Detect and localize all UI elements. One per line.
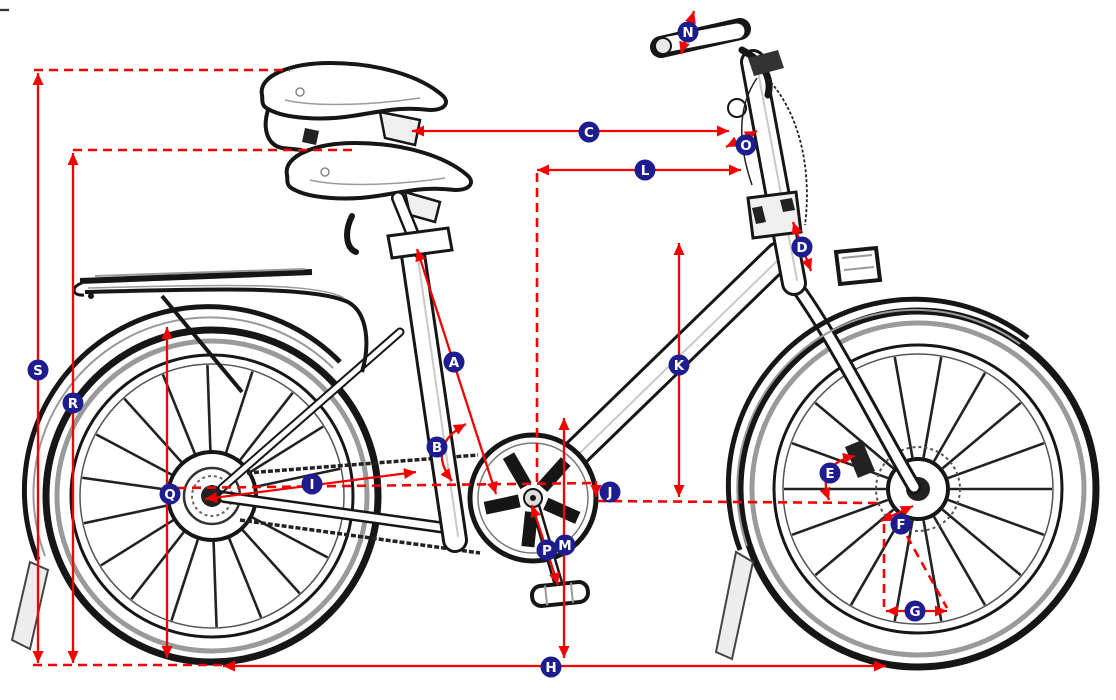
bell: [727, 98, 747, 118]
rear-rack: [72, 268, 369, 394]
measurement-labels: A B C D E F G H I J K L M N O P Q R S: [27, 21, 926, 678]
crankset: [467, 432, 599, 608]
shift-cable: [741, 77, 758, 186]
steering-axis-dashed: [905, 535, 949, 609]
label-text-N: N: [682, 25, 693, 41]
chain-bottom: [239, 518, 481, 555]
rear-mudflap: [10, 560, 50, 651]
label-D: D: [791, 236, 813, 258]
label-I: I: [301, 473, 323, 495]
label-text-C: C: [584, 125, 594, 141]
label-A: A: [443, 351, 465, 373]
label-R: R: [62, 392, 84, 414]
axle-line-dashed: [176, 481, 597, 490]
label-text-Q: Q: [164, 487, 175, 503]
label-P: P: [536, 539, 558, 561]
pedal: [529, 580, 591, 608]
label-text-S: S: [33, 363, 43, 379]
label-M: M: [554, 534, 576, 556]
label-G: G: [904, 600, 926, 622]
front-brake-caliper: [845, 440, 875, 478]
measure-F-fork-offset: [880, 504, 914, 523]
seat-clamp: [386, 226, 454, 260]
front-fender: [725, 296, 1030, 551]
label-text-I: I: [309, 477, 314, 493]
label-J: J: [599, 481, 621, 503]
label-E: E: [819, 462, 841, 484]
label-text-B: B: [432, 440, 442, 456]
front-disc-rotor: [875, 446, 961, 532]
rear-fender: [21, 304, 342, 561]
label-H: H: [540, 656, 562, 678]
label-K: K: [668, 354, 690, 376]
label-B: B: [426, 436, 448, 458]
label-text-E: E: [825, 466, 834, 482]
rear-wheel: [42, 326, 382, 666]
label-S: S: [27, 359, 49, 381]
label-C: C: [578, 121, 600, 143]
label-text-L: L: [641, 163, 650, 179]
label-text-M: M: [558, 538, 571, 554]
label-L: L: [634, 159, 656, 181]
label-text-R: R: [68, 396, 79, 412]
label-N: N: [677, 21, 699, 43]
measurement-annotations: [0, 8, 949, 672]
saddle-raised: [259, 60, 448, 152]
label-text-J: J: [606, 485, 612, 501]
bb-height-line-dashed: [597, 499, 878, 505]
front-mudflap: [714, 550, 755, 661]
label-text-H: H: [545, 660, 556, 676]
label-text-P: P: [542, 543, 552, 559]
quick-release-lever: [344, 213, 359, 255]
headlight: [833, 245, 883, 287]
label-text-D: D: [796, 240, 807, 256]
label-text-K: K: [674, 358, 685, 374]
label-O: O: [735, 134, 757, 156]
label-text-F: F: [896, 517, 905, 533]
label-Q: Q: [159, 483, 181, 505]
label-text-O: O: [740, 138, 751, 154]
saddle-lowered: [284, 140, 473, 224]
brake-cable: [763, 74, 808, 226]
label-text-A: A: [449, 355, 460, 371]
label-F: F: [890, 513, 912, 535]
label-text-G: G: [909, 604, 920, 620]
